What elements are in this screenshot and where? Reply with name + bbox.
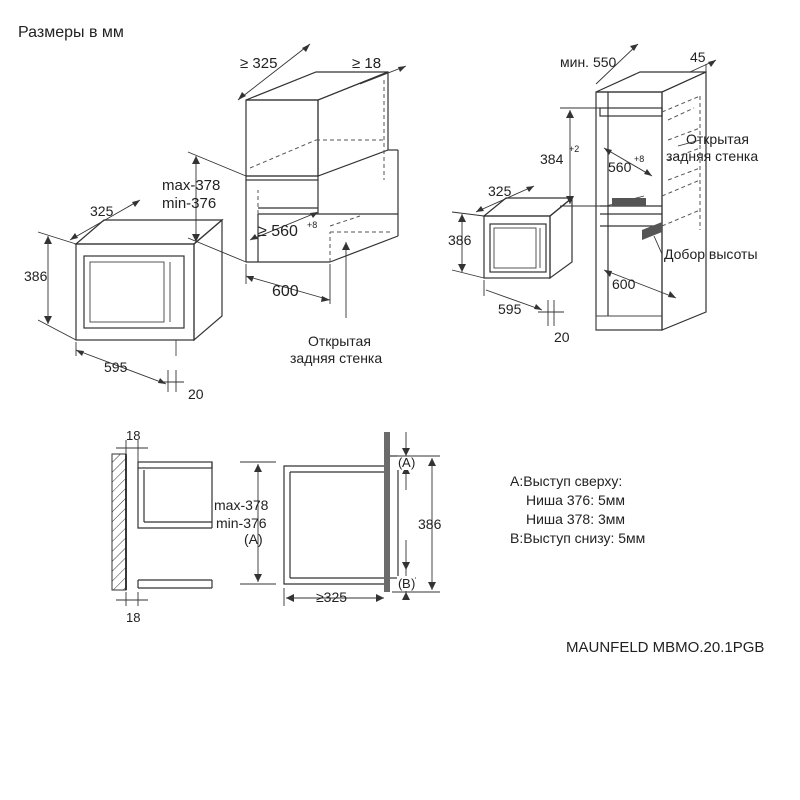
page-title: Размеры в мм xyxy=(18,24,124,41)
right-niche-width-tol: +8 xyxy=(634,154,644,164)
bottom-panel-label: 18 xyxy=(126,610,140,625)
note-line-4: B:Выступ снизу: 5мм xyxy=(510,530,645,546)
right-panel-label: 45 xyxy=(690,49,706,65)
right-open-back-line1: Открытая xyxy=(686,131,749,147)
side-height-ref: (A) xyxy=(244,531,263,547)
oven-height-label: 386 xyxy=(24,268,48,284)
notes: A:Выступ сверху: Ниша 376: 5мм Ниша 378:… xyxy=(510,473,645,546)
side-height-min: min-376 xyxy=(216,515,267,531)
niche-frame xyxy=(245,149,399,263)
oven-depth-label: 325 xyxy=(90,203,114,219)
right-oven-depth-label: 325 xyxy=(488,183,512,199)
side-depth-label: ≥325 xyxy=(316,589,347,605)
right-oven-height-label: 386 xyxy=(448,232,472,248)
top-panel-label: 18 xyxy=(126,428,140,443)
svg-text:(: ( xyxy=(398,455,403,470)
right-scheme: мин. 550 45 384 +2 560 +8 Открытая задня… xyxy=(448,43,758,345)
panel-thickness-label: ≥ 18 xyxy=(352,55,381,72)
right-oven-width-label: 595 xyxy=(498,301,522,317)
svg-text:): ) xyxy=(411,576,415,591)
min-depth-label: мин. 550 xyxy=(560,54,617,70)
note-line-3: Ниша 378: 3мм xyxy=(526,511,625,527)
svg-text:): ) xyxy=(411,455,415,470)
upper-cabinet xyxy=(245,71,389,180)
model-name: MAUNFELD MBMO.20.1PGB xyxy=(566,639,764,656)
right-niche-width-label: 560 xyxy=(608,159,632,175)
open-back-line2: задняя стенка xyxy=(290,350,382,366)
right-oven-frame-label: 20 xyxy=(554,329,570,345)
note-line-1: A:Выступ сверху: xyxy=(510,473,622,489)
marker-a: A xyxy=(402,455,411,470)
open-back-line1: Открытая xyxy=(308,333,371,349)
oven-width-label: 595 xyxy=(104,359,128,375)
niche-width-tolerance: +8 xyxy=(307,220,317,230)
right-niche-height-label: 384 xyxy=(540,151,564,167)
height-fill-label: Добор высоты xyxy=(664,246,758,262)
right-niche-height-tol: +2 xyxy=(569,144,579,154)
right-cabinet-depth-label: 600 xyxy=(612,276,636,292)
right-open-back-line2: задняя стенка xyxy=(666,148,758,164)
svg-text:(: ( xyxy=(398,576,403,591)
oven-frame-label: 20 xyxy=(188,386,204,402)
niche-height-max: max-378 xyxy=(162,177,220,194)
side-view: 18 18 max-378 min-376 (A) ≥325 xyxy=(111,428,442,625)
side-height-max: max-378 xyxy=(214,497,269,513)
side-oven-height-label: 386 xyxy=(418,516,442,532)
cabinet-depth-label: 600 xyxy=(272,283,299,300)
left-scheme: ≥ 325 ≥ 18 max-378 min-376 ≥ 560 +8 600 … xyxy=(24,43,407,402)
niche-depth-label: ≥ 325 xyxy=(240,55,277,72)
oven-left xyxy=(74,218,224,356)
oven-right xyxy=(482,196,574,280)
note-line-2: Ниша 376: 5мм xyxy=(526,492,625,508)
tall-cabinet xyxy=(595,71,707,331)
niche-height-min: min-376 xyxy=(162,195,216,212)
niche-width-label: ≥ 560 xyxy=(258,223,298,240)
marker-b: B xyxy=(402,576,411,591)
